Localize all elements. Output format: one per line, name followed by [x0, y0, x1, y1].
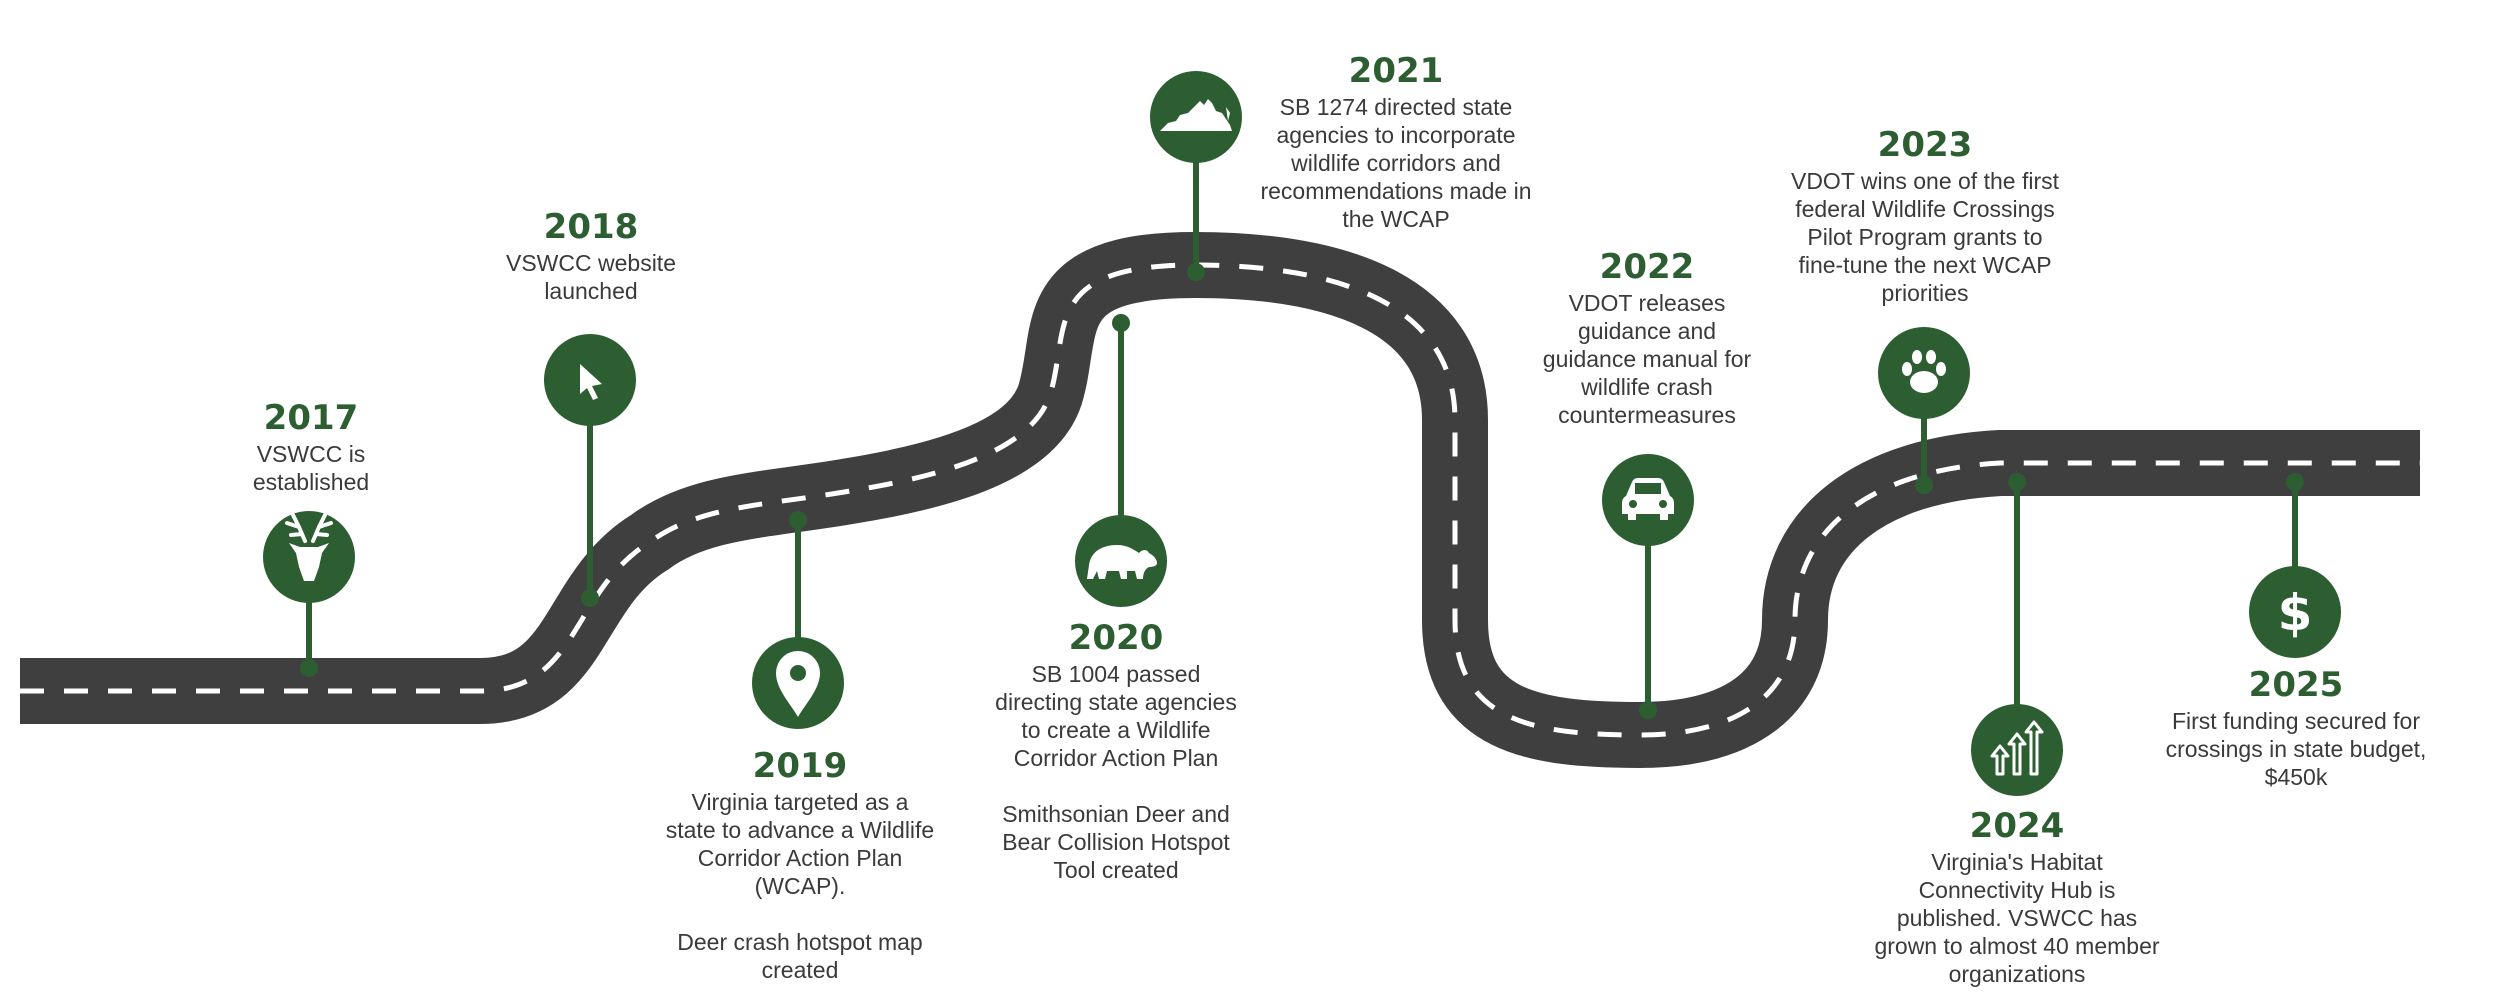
milestone-year: 2021: [1348, 51, 1444, 91]
milestone-year: 2025: [2248, 665, 2344, 705]
milestone-2017-marker: [263, 511, 355, 677]
milestone-2018: 2018 VSWCC website launched: [478, 205, 704, 305]
milestone-2023-marker: [1878, 327, 1970, 494]
road-anchor-dot: [1915, 476, 1933, 494]
growth-arrows-icon: [1990, 720, 2044, 776]
milestone-2024-marker: [1971, 473, 2063, 796]
milestone-description: VDOT releases guidance and guidance manu…: [1542, 290, 1752, 428]
milestone-2018-marker: [544, 334, 636, 607]
road-anchor-dot: [1187, 263, 1205, 281]
milestone-year: 2022: [1599, 247, 1695, 287]
road-anchor-dot: [2286, 473, 2304, 491]
road-anchor-dot: [1639, 701, 1657, 719]
milestone-year: 2024: [1969, 806, 2065, 846]
milestone-description-secondary: Smithsonian Deer and Bear Collision Hots…: [1002, 801, 1230, 883]
milestone-description: VSWCC is established: [252, 441, 370, 495]
milestone-description-secondary: Deer crash hotspot map created: [677, 929, 923, 983]
milestone-2022: 2022 VDOT releases guidance and guidance…: [1540, 245, 1754, 429]
road: [20, 232, 2420, 768]
milestone-2021-marker: [1150, 71, 1242, 281]
virginia-map-icon: [1160, 99, 1232, 131]
road-center-line: [20, 262, 2420, 738]
milestone-description: SB 1004 passed directing state agencies …: [995, 661, 1237, 771]
cursor-icon: [580, 364, 602, 400]
milestone-description: First funding secured for crossings in s…: [2165, 708, 2427, 790]
milestone-year: 2023: [1877, 125, 1973, 165]
milestone-description: VDOT wins one of the first federal Wildl…: [1790, 168, 2059, 306]
road-anchor-dot: [789, 511, 807, 529]
milestone-2023: 2023 VDOT wins one of the first federal …: [1785, 123, 2065, 307]
milestone-2020-marker: [1075, 314, 1167, 607]
road-anchor-dot: [2008, 473, 2026, 491]
car-icon: [1622, 478, 1674, 520]
milestone-2019-marker: [752, 511, 844, 729]
milestone-year: 2020: [1068, 618, 1164, 658]
milestone-description: SB 1274 directed state agencies to incor…: [1260, 94, 1532, 232]
milestone-description: VSWCC website launched: [506, 250, 676, 304]
milestone-description: Virginia's Habitat Connectivity Hub is p…: [1874, 849, 2160, 987]
road-anchor-dot: [581, 589, 599, 607]
deer-icon: [285, 513, 333, 581]
icon-badge: [1971, 704, 2063, 796]
milestone-description: Virginia targeted as a state to advance …: [665, 789, 935, 899]
road-anchor-dot: [300, 659, 318, 677]
milestone-2025-marker: $: [2249, 473, 2341, 658]
map-pin-icon: [776, 651, 820, 717]
milestone-2021: 2021 SB 1274 directed state agencies to …: [1258, 49, 1534, 233]
milestone-2024: 2024 Virginia's Habitat Connectivity Hub…: [1866, 804, 2168, 988]
milestone-2022-marker: [1602, 454, 1694, 719]
paw-print-icon: [1902, 350, 1946, 393]
milestone-year: 2017: [263, 398, 359, 438]
milestone-year: 2019: [752, 746, 848, 786]
dollar-sign-icon: $: [2278, 584, 2313, 642]
milestone-year: 2018: [543, 207, 639, 247]
milestone-2017: 2017 VSWCC is established: [206, 396, 416, 496]
road-anchor-dot: [1112, 314, 1130, 332]
milestone-2025: 2025 First funding secured for crossings…: [2165, 663, 2427, 791]
bear-icon: [1087, 545, 1157, 579]
milestone-2020: 2020 SB 1004 passed directing state agen…: [985, 616, 1247, 884]
milestone-2019: 2019 Virginia targeted as a state to adv…: [665, 744, 935, 984]
icon-badge: [2249, 566, 2341, 658]
